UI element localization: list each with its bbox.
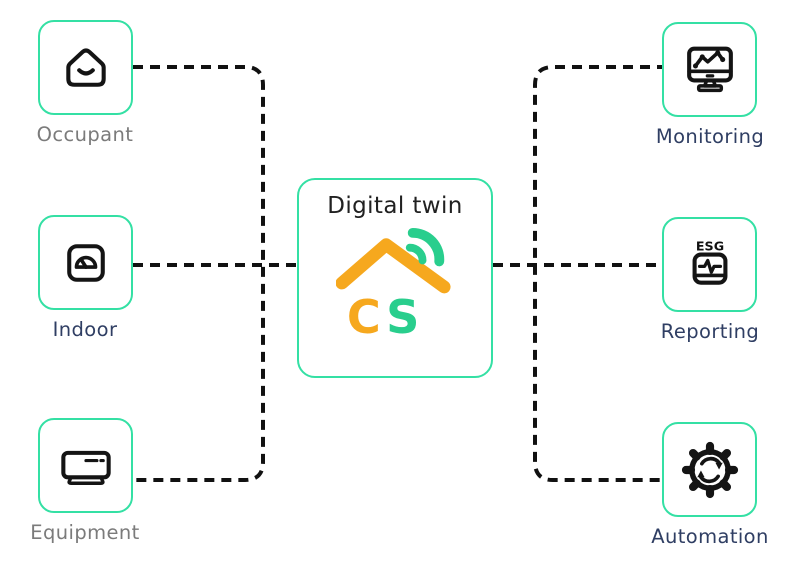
digital-twin-node: Digital twin C S xyxy=(297,178,493,378)
indoor-node xyxy=(38,215,133,310)
equipment-node xyxy=(38,418,133,513)
digital-twin-title: Digital twin xyxy=(327,193,463,219)
logo-wifi-arc-large xyxy=(407,227,445,267)
monitoring-node xyxy=(662,22,757,117)
esg-report-icon: ESG xyxy=(692,238,727,285)
automation-node xyxy=(662,422,757,517)
gear-sync-icon xyxy=(681,441,738,498)
reporting-label: Reporting xyxy=(660,320,760,343)
cs-logo: C S xyxy=(336,227,451,344)
logo-wifi-arc-small xyxy=(405,243,427,265)
reporting-node: ESG xyxy=(662,217,757,312)
monitoring-label: Monitoring xyxy=(655,125,765,148)
indoor-label: Indoor xyxy=(52,318,118,341)
house-smile-icon xyxy=(65,48,106,87)
occupant-node xyxy=(38,20,133,115)
automation-label: Automation xyxy=(651,525,769,548)
right-connector-path xyxy=(533,65,667,482)
esg-badge-text: ESG xyxy=(695,238,723,253)
scale-gauge-icon xyxy=(66,243,105,282)
equipment-label: Equipment xyxy=(30,521,140,544)
logo-letter-c: C xyxy=(347,290,381,344)
left-connector-path xyxy=(133,65,265,482)
logo-letter-s: S xyxy=(386,290,419,344)
monitor-chart-icon xyxy=(686,46,733,92)
occupant-label: Occupant xyxy=(36,123,134,146)
logo-roof xyxy=(336,238,451,294)
air-conditioner-icon xyxy=(60,450,111,485)
